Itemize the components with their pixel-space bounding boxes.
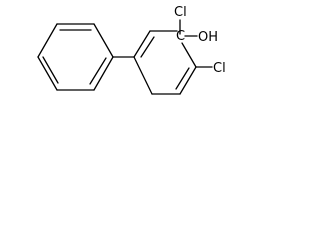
bond [179, 66, 197, 95]
double-bond-inner [175, 67, 190, 90]
cl-bottom-label: Cl [213, 61, 226, 76]
double-bond-inner [42, 56, 59, 84]
cyclohexadiene-ring [133, 30, 197, 95]
bond [37, 23, 58, 58]
bond [133, 56, 153, 95]
double-bond-inner [89, 57, 107, 85]
chemical-structure-drawing: Cl C OH Cl [37, 5, 226, 95]
bond [133, 30, 151, 58]
cl-top-label: Cl [174, 5, 187, 20]
phenyl-ring [37, 23, 114, 91]
bond [181, 42, 197, 68]
bond [93, 56, 114, 91]
bond [37, 56, 58, 91]
oh-label: OH [198, 30, 218, 45]
carbon-label: C [176, 29, 185, 44]
double-bond-inner [140, 36, 155, 58]
bond [93, 23, 114, 58]
